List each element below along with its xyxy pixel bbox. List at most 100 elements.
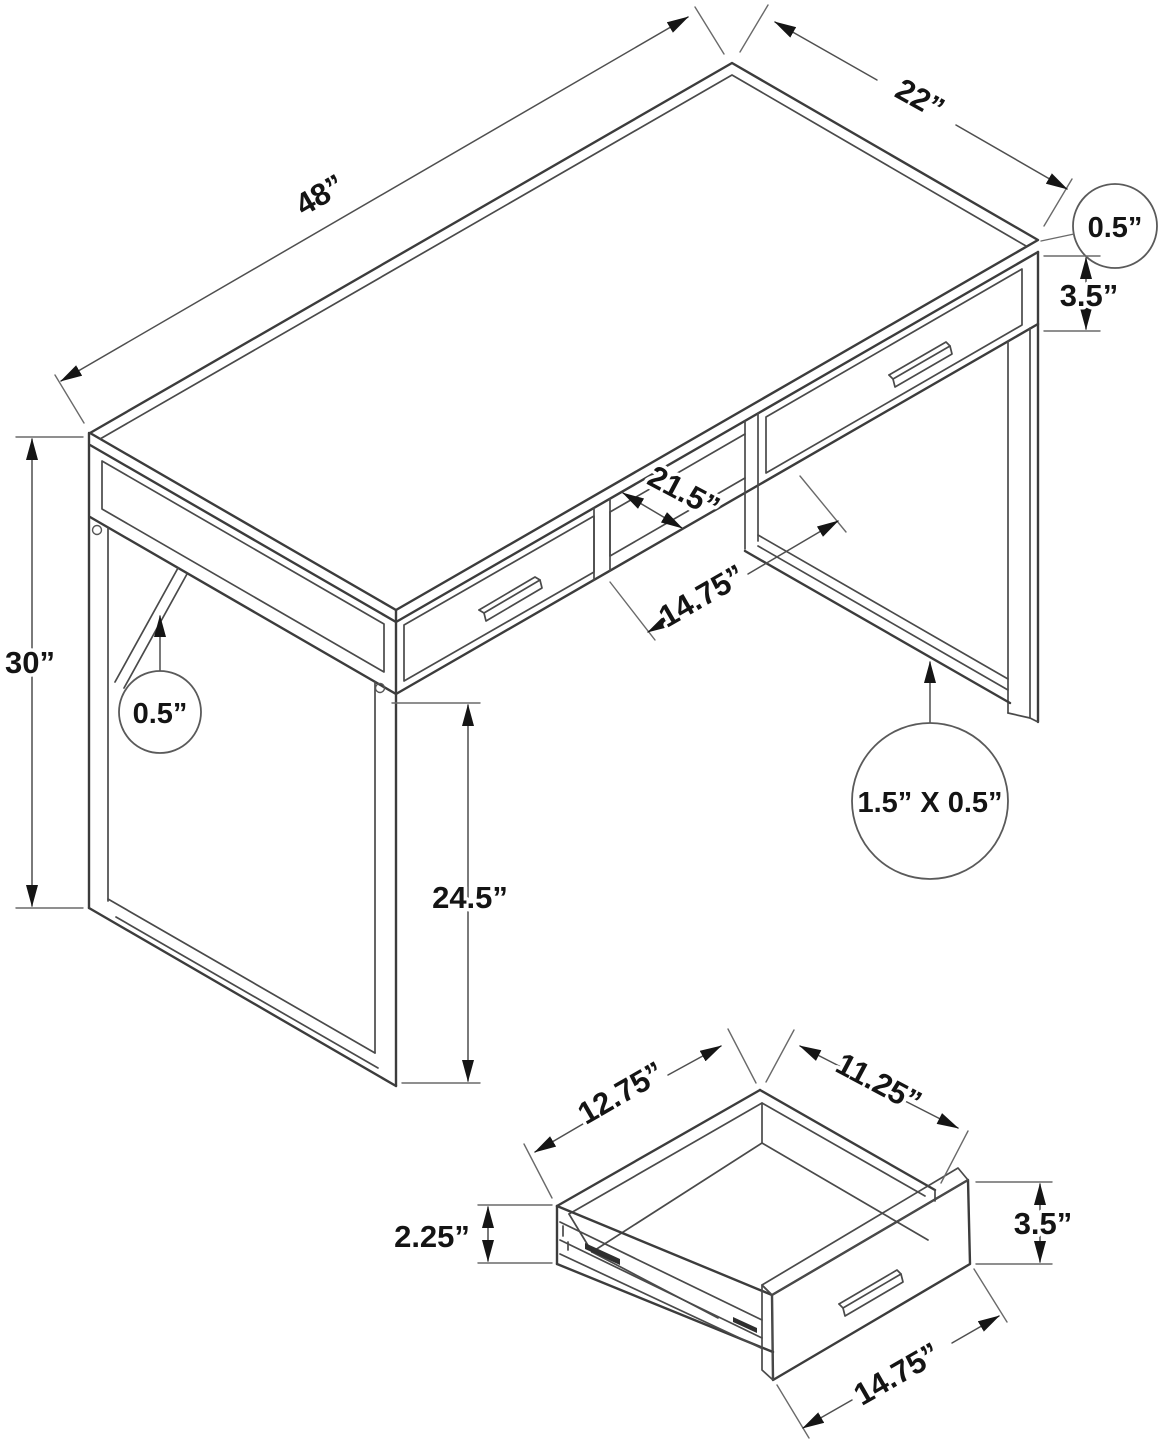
dim-drawer-inner-depth-label: 11.25” (830, 1046, 927, 1120)
dim-48-ext-left (54, 374, 85, 424)
right-drawer-handle-end (888, 374, 894, 380)
dim-apron-height: 3.5” (1043, 255, 1122, 332)
dim-1125-ext-left (765, 1029, 795, 1083)
left-drawer-handle-bar (483, 579, 543, 622)
dim-1475d-ext-left (776, 1384, 810, 1439)
dim-desk-depth: 22” (739, 4, 1073, 227)
dim-1475d-line-a (802, 1399, 853, 1429)
dim-drawer-front-height: 3.5” (975, 1181, 1076, 1265)
dim-1275-line-b (667, 1045, 722, 1076)
dim-1275-ext-left (523, 1143, 553, 1199)
dim-1275-ext-right (727, 1028, 757, 1084)
drawer-front-panel (761, 1167, 972, 1382)
drawer-rim-inner (568, 1102, 926, 1215)
dim-1125-line-b (904, 1100, 959, 1129)
left-side-inset-panel (101, 460, 385, 673)
drawer-back-wall-top (555, 1088, 762, 1208)
dim-drawer-side-height-label: 2.25” (394, 1219, 470, 1254)
dim-48-ext-right (694, 6, 725, 55)
dim-desk-length-label: 48” (289, 167, 350, 222)
left-drawer-handle-flange (478, 576, 541, 611)
drawer-handle-flange (838, 1269, 902, 1305)
dim-brace-thickness-label: 0.5” (133, 698, 188, 730)
dim-frame-tube-label: 1.5” X 0.5” (857, 787, 1002, 819)
slide-slot-1-icon (585, 1243, 620, 1265)
right-leg-foot (1007, 712, 1039, 723)
drawer-left-wall-top-edge (555, 1204, 774, 1297)
dim-shelf-depth: 21.5” (622, 455, 729, 529)
dim-1125-ext-right (940, 1130, 969, 1184)
slide-rail-bottom (559, 1253, 762, 1349)
dim-drawer-front-width: 14.75” (776, 1268, 1008, 1439)
dim-brace-thickness: 0.5” (118, 615, 202, 754)
drawer-handle (838, 1269, 904, 1317)
right-drawer-handle (888, 341, 953, 388)
dim-drawer-side-height: 2.25” (391, 1204, 553, 1264)
drawer-drawing (555, 1088, 972, 1382)
drawer-floor-back-right (761, 1142, 929, 1241)
dim-drawer-front-height-label: 3.5” (1014, 1206, 1073, 1241)
drawer-front-end-face (761, 1284, 774, 1381)
dim-top-thickness: 0.5” (1040, 183, 1158, 269)
dim-48-line (60, 16, 689, 382)
screw-hole-bottom-icon (374, 682, 386, 694)
dim-overall-height-label: 30” (5, 645, 55, 680)
dim-1475-line-b (747, 520, 839, 575)
left-leg-bottom-outer (87, 906, 398, 1088)
balloon-top-thickness (1072, 183, 1158, 269)
stretcher-rail-mid (757, 545, 1009, 691)
dim-1475d-ext-right (973, 1268, 1008, 1323)
right-drawer-front (765, 268, 1023, 474)
screw-hole-top-icon (91, 524, 103, 536)
dim-drawer-opening-label: 14.75” (653, 557, 751, 634)
dim-22-line-a (774, 21, 878, 81)
desk-left-leg (87, 431, 398, 1088)
dim-1475-ext-right (799, 475, 847, 533)
desk-top-thickness-edge (88, 250, 1040, 624)
desk-top-inner-border (99, 74, 1027, 440)
dim-desk-length: 48” (54, 6, 725, 424)
dim-overall-height: 30” (2, 436, 84, 909)
stretcher-rail-bottom (743, 549, 1012, 705)
dim-top-thickness-label: 0.5” (1088, 212, 1143, 244)
dim-drawer-inner-depth: 11.25” (765, 1029, 969, 1184)
dim-22-ext-right (1043, 178, 1073, 227)
balloon-brace (118, 670, 202, 754)
left-leg-bottom-rail-front (115, 916, 379, 1069)
left-drawer-handle (478, 576, 543, 622)
dim-drawer-front-width-label: 14.75” (848, 1335, 946, 1412)
dim-frame-tube: 1.5” X 0.5” (851, 661, 1009, 880)
drawer-floor-back-left (591, 1142, 763, 1253)
balloon-top-thickness-leader (1040, 233, 1075, 242)
drawer-dimensions: 12.75” 11.25” 2.25” 3.5” (391, 1028, 1076, 1439)
right-drawer-handle-bar (892, 345, 953, 388)
stretcher-rail-top (757, 534, 1009, 680)
drawer-handle-end (838, 1303, 844, 1309)
left-leg-bottom-rail-top (107, 898, 376, 1054)
slide-rail-top (559, 1221, 763, 1321)
left-brace-front-line (114, 567, 179, 683)
desk-right-leg (743, 250, 1040, 724)
right-drawer-handle-flange (888, 341, 951, 376)
drawer-right-wall-top (758, 1088, 937, 1192)
dim-leg-clearance: 24.5” (391, 702, 511, 1084)
left-drawer-handle-end (478, 609, 485, 614)
dim-22-ext-left (739, 4, 769, 53)
dim-1475d-line-b (951, 1315, 1000, 1344)
slide-rail-mid (559, 1239, 763, 1339)
dim-drawer-inner-width-label: 12.75” (572, 1054, 670, 1131)
dim-215-line (622, 492, 683, 529)
desk-dimensions: 48” 22” 0.5” 3.5” 30” (2, 4, 1158, 1084)
drawer-front-top-face (761, 1167, 969, 1296)
dim-1125-line-a (799, 1045, 844, 1069)
drawer-front-face (770, 1178, 972, 1382)
desk-drawing (87, 61, 1040, 1088)
dim-apron-height-label: 3.5” (1060, 278, 1119, 313)
drawer-handle-bar (842, 1273, 904, 1317)
drawer-slide-rail (559, 1221, 763, 1349)
dim-drawer-opening: 14.75” (609, 475, 847, 641)
dim-leg-clearance-label: 24.5” (432, 880, 508, 915)
dim-1275-line-a (534, 1120, 589, 1153)
